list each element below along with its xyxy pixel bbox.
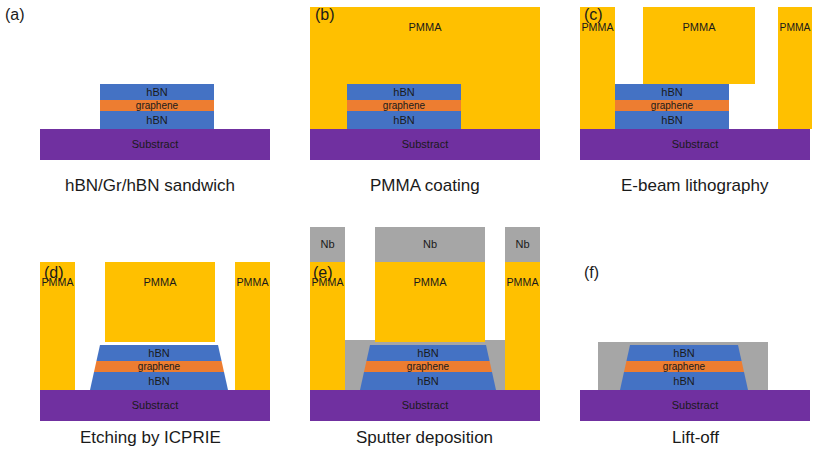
layer-label: hBN: [620, 347, 748, 360]
layer-label: graphene: [360, 361, 496, 372]
layer-label: PMMA: [310, 21, 540, 34]
layer-label: hBN: [90, 347, 228, 360]
hbn-layer: hBN: [615, 111, 729, 129]
panel-letter: (b): [315, 6, 335, 24]
pmma-resist: PMMAhBNgraphenehBN: [310, 7, 540, 129]
layer-fill: [620, 372, 748, 390]
substrate: Substract: [40, 390, 270, 421]
step-caption: Sputter deposition: [356, 428, 493, 448]
substrate: Substract: [580, 129, 810, 160]
pmma-resist: PMMA: [375, 262, 485, 342]
layer-label: hBN: [347, 114, 461, 127]
panel-letter: (a): [5, 6, 25, 24]
nb-sidewall-fill: [345, 340, 505, 390]
hbn-layer: hBN: [347, 84, 461, 100]
graphene-layer: graphene: [100, 100, 214, 111]
step-caption: hBN/Gr/hBN sandwich: [65, 176, 235, 196]
layer-label: hBN: [347, 86, 461, 99]
hbn-layer: hBN: [620, 372, 748, 390]
layer-label: Substract: [310, 138, 540, 151]
step-caption: Etching by ICPRIE: [80, 428, 221, 448]
hbn-layer: hBN: [100, 84, 214, 100]
layer-label: graphene: [100, 100, 214, 111]
graphene-layer: graphene: [615, 100, 729, 111]
layer-label: Substract: [40, 399, 270, 412]
layer-label: Nb: [375, 238, 485, 251]
hbn-layer: hBN: [100, 111, 214, 129]
layer-label: hBN: [100, 86, 214, 99]
pmma-resist: PMMA: [105, 262, 215, 342]
layer-label: PMMA: [235, 276, 270, 289]
layer-label: PMMA: [643, 21, 755, 34]
graphene-layer: graphene: [90, 361, 228, 372]
pmma-resist: PMMA: [310, 262, 345, 390]
pmma-resist: PMMA: [235, 262, 270, 390]
hbn-layer: hBN: [90, 345, 228, 361]
layer-label: hBN: [615, 114, 729, 127]
substrate: Substract: [40, 129, 270, 160]
panel-letter: (c): [584, 6, 603, 24]
layer-fill: [90, 372, 228, 390]
substrate: Substract: [310, 390, 540, 421]
layer-label: hBN: [620, 375, 748, 388]
nb-electrode: Nb: [310, 227, 345, 262]
hbn-layer: hBN: [347, 111, 461, 129]
layer-label: PMMA: [105, 276, 215, 289]
nb-electrode: Nb: [505, 227, 540, 262]
pmma-resist: PMMA: [580, 7, 615, 129]
substrate: Substract: [310, 129, 540, 160]
layer-label: Nb: [505, 238, 540, 251]
nb-electrode: Nb: [375, 227, 485, 262]
substrate: Substract: [580, 390, 810, 421]
pmma-resist: PMMA: [505, 262, 540, 390]
layer-fill: [360, 372, 496, 390]
graphene-layer: graphene: [620, 361, 748, 372]
hbn-layer: hBN: [615, 84, 729, 100]
layer-label: hBN: [360, 347, 496, 360]
layer-label: hBN: [360, 375, 496, 388]
panel-letter: (f): [584, 264, 599, 282]
layer-label: graphene: [347, 100, 461, 111]
layer-label: Substract: [580, 138, 810, 151]
hbn-layer: hBN: [90, 372, 228, 390]
layer-label: graphene: [90, 361, 228, 372]
layer-label: PMMA: [505, 276, 540, 289]
panel-letter: (e): [313, 264, 333, 282]
layer-label: Substract: [40, 138, 270, 151]
layer-label: hBN: [90, 375, 228, 388]
layer-label: PMMA: [375, 276, 485, 289]
layer-label: Nb: [310, 238, 345, 251]
panel-letter: (d): [44, 264, 64, 282]
layer-label: Substract: [580, 399, 810, 412]
layer-label: PMMA: [778, 21, 812, 34]
graphene-layer: graphene: [347, 100, 461, 111]
pmma-resist: PMMA: [778, 7, 812, 129]
step-caption: E-beam lithography: [621, 176, 768, 196]
hbn-layer: hBN: [620, 345, 748, 361]
step-caption: Lift-off: [672, 428, 719, 448]
pmma-resist: PMMA: [643, 7, 755, 84]
layer-label: hBN: [615, 86, 729, 99]
step-caption: PMMA coating: [370, 176, 480, 196]
graphene-layer: graphene: [360, 361, 496, 372]
layer-label: graphene: [620, 361, 748, 372]
layer-label: hBN: [100, 114, 214, 127]
hbn-layer: hBN: [360, 372, 496, 390]
nb-sidewall-fill: [598, 342, 768, 390]
pmma-resist: PMMA: [40, 262, 75, 390]
hbn-layer: hBN: [360, 345, 496, 361]
layer-label: graphene: [615, 100, 729, 111]
layer-label: Substract: [310, 399, 540, 412]
